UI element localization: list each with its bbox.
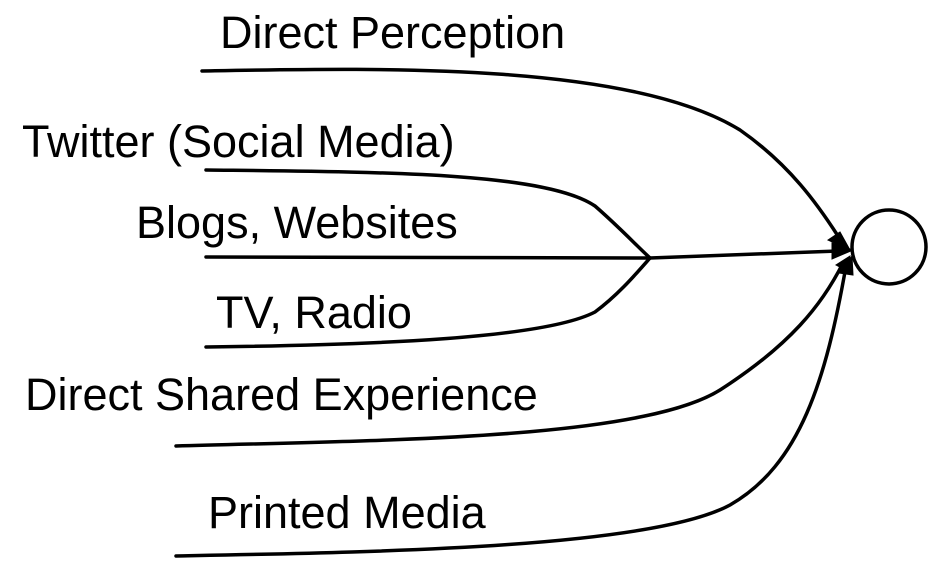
label-printed-media: Printed Media: [208, 487, 487, 538]
target-node: [850, 208, 928, 286]
edge-direct-perception: [200, 67, 840, 238]
label-tv-radio: TV, Radio: [216, 287, 412, 338]
label-direct-perception: Direct Perception: [220, 7, 565, 58]
edge-tv-radio: [204, 256, 652, 349]
arrowhead-merged: [831, 242, 855, 260]
edge-merged: [648, 249, 840, 260]
edge-printed-media: [174, 264, 848, 558]
edge-blogs-websites: [204, 255, 652, 260]
arrowhead-printed-media: [838, 254, 854, 276]
edge-direct-shared-experience: [174, 261, 845, 448]
label-direct-shared-experience: Direct Shared Experience: [25, 369, 538, 420]
label-twitter: Twitter (Social Media): [22, 116, 455, 167]
label-blogs-websites: Blogs, Websites: [136, 197, 458, 248]
edge-twitter: [204, 168, 652, 260]
